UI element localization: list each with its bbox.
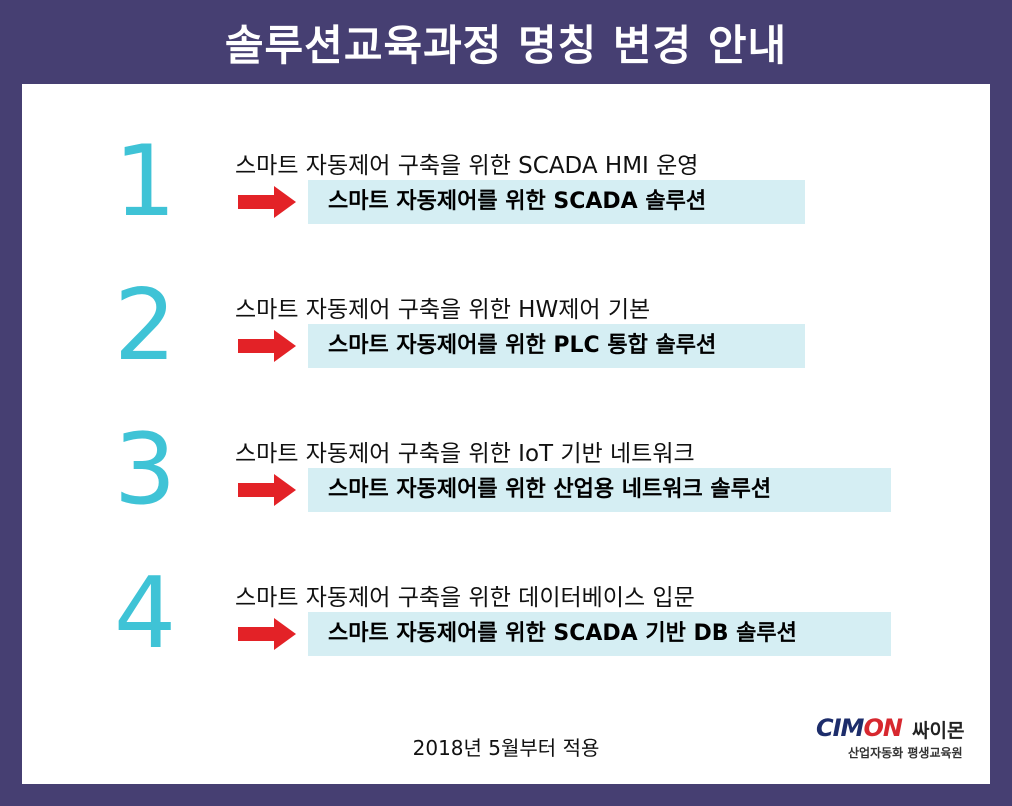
old-course-name: 스마트 자동제어 구축을 위한 데이터베이스 입문 [235, 585, 695, 611]
page-title: 솔루션교육과정 명칭 변경 안내 [224, 20, 788, 70]
logo-brand-part2: ON [863, 714, 902, 742]
item-number: 4 [113, 557, 177, 671]
logo-brand-part1: CIM [816, 714, 864, 742]
old-course-name: 스마트 자동제어 구축을 위한 HW제어 기본 [235, 297, 651, 323]
new-course-name: 스마트 자동제어를 위한 SCADA 기반 DB 솔루션 [308, 612, 891, 656]
new-course-name: 스마트 자동제어를 위한 SCADA 솔루션 [308, 180, 805, 224]
item-number: 3 [113, 413, 177, 527]
logo-subtitle: 산업자동화 평생교육원 [848, 746, 963, 760]
effective-date-note: 2018년 5월부터 적용 [412, 736, 600, 760]
course-item-2: 2 스마트 자동제어 구축을 위한 HW제어 기본 스마트 자동제어를 위한 P… [22, 276, 990, 416]
right-arrow-icon [238, 474, 296, 506]
logo-korean-name: 싸이몬 [912, 720, 965, 742]
right-arrow-icon [238, 186, 296, 218]
right-arrow-icon [238, 618, 296, 650]
right-arrow-icon [238, 330, 296, 362]
course-item-3: 3 스마트 자동제어 구축을 위한 IoT 기반 네트워크 스마트 자동제어를 … [22, 420, 990, 560]
old-course-name: 스마트 자동제어 구축을 위한 SCADA HMI 운영 [235, 153, 699, 179]
logo-wordmark: CIMON [816, 714, 903, 742]
new-course-name: 스마트 자동제어를 위한 PLC 통합 솔루션 [308, 324, 805, 368]
old-course-name: 스마트 자동제어 구축을 위한 IoT 기반 네트워크 [235, 441, 695, 467]
cimon-logo: CIMON 싸이몬 산업자동화 평생교육원 [816, 714, 986, 764]
item-number: 2 [113, 269, 177, 383]
course-item-4: 4 스마트 자동제어 구축을 위한 데이터베이스 입문 스마트 자동제어를 위한… [22, 564, 990, 704]
content-panel: 1 스마트 자동제어 구축을 위한 SCADA HMI 운영 스마트 자동제어를… [22, 84, 990, 784]
item-number: 1 [113, 125, 177, 239]
new-course-name: 스마트 자동제어를 위한 산업용 네트워크 솔루션 [308, 468, 891, 512]
course-item-1: 1 스마트 자동제어 구축을 위한 SCADA HMI 운영 스마트 자동제어를… [22, 132, 990, 272]
